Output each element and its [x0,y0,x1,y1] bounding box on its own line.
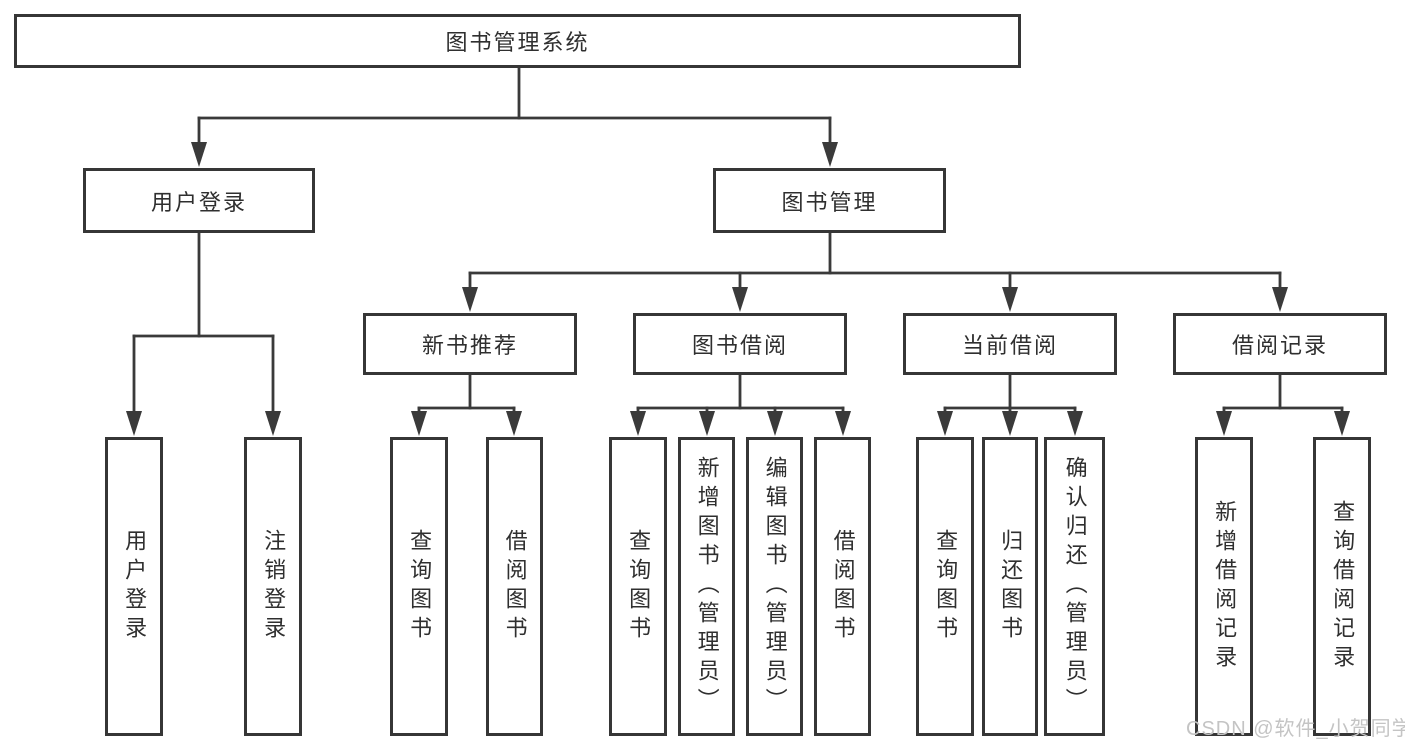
leaf-current-confirm-return-admin-label: 确认归还（管理员） [1062,456,1088,717]
node-current-borrowing-label: 当前借阅 [961,333,1058,358]
leaf-current-return-books-label: 归还图书 [998,528,1024,645]
arrowhead-down-icon [767,411,783,436]
arrowhead-down-icon [835,411,851,436]
leaf-user-login-label: 用户登录 [122,528,148,645]
arrowhead-down-icon [1067,411,1083,436]
node-user-login: 用户登录 [83,168,315,233]
node-root: 图书管理系统 [14,14,1021,68]
arrowhead-down-icon [1272,287,1288,312]
leaf-records-query-record-label: 查询借阅记录 [1330,499,1356,674]
leaf-logout-label: 注销登录 [261,528,287,645]
arrowhead-down-icon [191,142,207,167]
leaf-borrowing-edit-book-admin-label: 编辑图书（管理员） [762,456,788,717]
leaf-borrowing-add-book-admin-label: 新增图书（管理员） [694,456,720,717]
arrowhead-down-icon [506,411,522,436]
leaf-recommend-query-books: 查询图书 [390,437,448,736]
node-borrowing-records-label: 借阅记录 [1231,333,1328,358]
node-book-management: 图书管理 [713,168,946,233]
leaf-borrowing-query-books: 查询图书 [609,437,667,736]
leaf-records-query-record: 查询借阅记录 [1313,437,1371,736]
leaf-recommend-borrow-books-label: 借阅图书 [502,528,528,645]
leaf-current-return-books: 归还图书 [982,437,1038,736]
leaf-current-query-books: 查询图书 [916,437,974,736]
leaf-borrowing-edit-book-admin: 编辑图书（管理员） [746,437,803,736]
leaf-user-login: 用户登录 [105,437,163,736]
watermark: CSDN @软件_小贺同学 [1186,718,1405,740]
arrowhead-down-icon [937,411,953,436]
node-new-book-recommendation: 新书推荐 [363,313,577,375]
leaf-current-confirm-return-admin: 确认归还（管理员） [1044,437,1105,736]
arrowhead-down-icon [1334,411,1350,436]
arrowhead-down-icon [630,411,646,436]
leaf-recommend-query-books-label: 查询图书 [407,528,433,645]
node-new-book-recommendation-label: 新书推荐 [421,333,518,358]
arrowhead-down-icon [699,411,715,436]
node-book-management-label: 图书管理 [781,189,878,215]
leaf-logout: 注销登录 [244,437,302,736]
node-root-label: 图书管理系统 [445,30,590,55]
arrowhead-down-icon [1002,287,1018,312]
leaf-borrowing-query-books-label: 查询图书 [626,528,652,645]
node-user-login-label: 用户登录 [150,189,247,215]
leaf-borrowing-add-book-admin: 新增图书（管理员） [678,437,735,736]
node-borrowing-records: 借阅记录 [1173,313,1387,375]
arrowhead-down-icon [462,287,478,312]
arrowhead-down-icon [732,287,748,312]
leaf-borrowing-borrow-books-label: 借阅图书 [830,528,856,645]
leaf-recommend-borrow-books: 借阅图书 [486,437,543,736]
leaf-records-add-record: 新增借阅记录 [1195,437,1253,736]
leaf-records-add-record-label: 新增借阅记录 [1212,499,1238,674]
node-current-borrowing: 当前借阅 [903,313,1117,375]
arrowhead-down-icon [822,142,838,167]
arrowhead-down-icon [1002,411,1018,436]
arrowhead-down-icon [126,411,142,436]
arrowhead-down-icon [1216,411,1232,436]
node-book-borrowing: 图书借阅 [633,313,847,375]
leaf-borrowing-borrow-books: 借阅图书 [814,437,871,736]
arrowhead-down-icon [265,411,281,436]
node-book-borrowing-label: 图书借阅 [691,333,788,358]
arrowhead-down-icon [411,411,427,436]
leaf-current-query-books-label: 查询图书 [933,528,959,645]
